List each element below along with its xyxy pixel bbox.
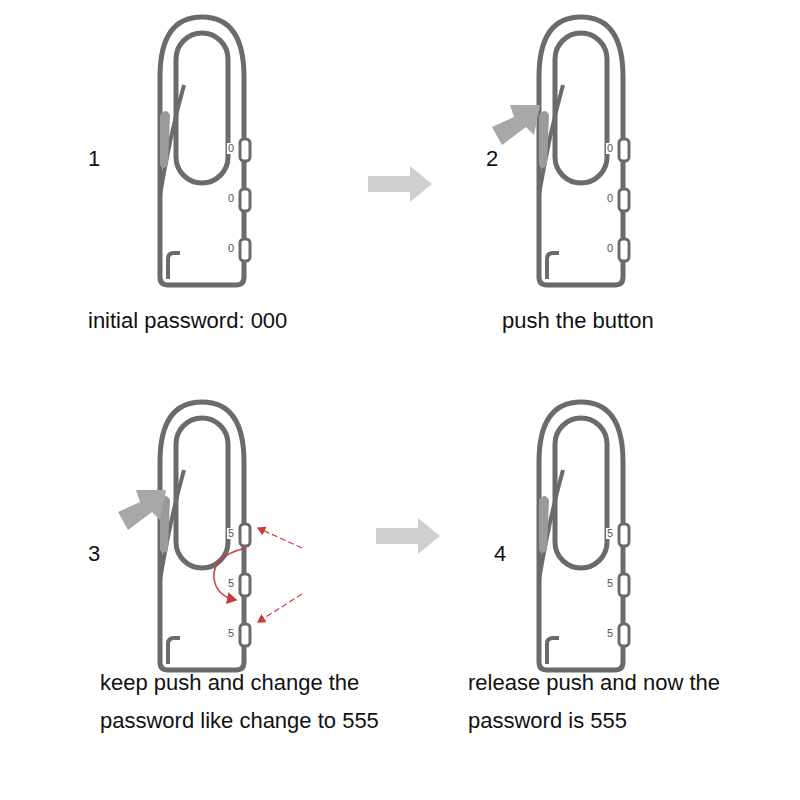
- dial-digit: 5: [227, 578, 235, 589]
- dial-digit: 5: [606, 578, 614, 589]
- dial-digit: 5: [606, 628, 614, 639]
- dial-digit: 0: [606, 243, 614, 254]
- push-arrow: [492, 105, 540, 145]
- step-number: 3: [88, 541, 100, 567]
- step-caption: push the button: [502, 308, 762, 334]
- step-number: 2: [486, 146, 498, 172]
- dial-arrow: [258, 528, 302, 548]
- dial-digit: 0: [227, 143, 235, 154]
- dial-digit: 0: [227, 193, 235, 204]
- lock-illustration: [160, 17, 250, 285]
- lock-illustration: [539, 17, 629, 285]
- lock-illustration: [539, 402, 629, 670]
- step-arrow: [376, 518, 440, 554]
- dial-digit: 5: [227, 528, 235, 539]
- dial-digit: 0: [606, 193, 614, 204]
- dial-digit: 5: [606, 528, 614, 539]
- step-caption: keep push and change the password like c…: [100, 664, 390, 740]
- dial-digit: 5: [227, 628, 235, 639]
- step-arrow: [368, 166, 432, 202]
- dial-arrow: [258, 594, 302, 622]
- step-caption: initial password: 000: [88, 308, 388, 334]
- lock-illustration: [160, 402, 250, 670]
- step-number: 4: [494, 541, 506, 567]
- dial-digit: 0: [606, 143, 614, 154]
- push-arrow: [118, 490, 166, 530]
- step-caption: release push and now the password is 555: [468, 664, 738, 740]
- step-number: 1: [88, 146, 100, 172]
- dial-digit: 0: [227, 243, 235, 254]
- rotate-arrow: [214, 548, 246, 600]
